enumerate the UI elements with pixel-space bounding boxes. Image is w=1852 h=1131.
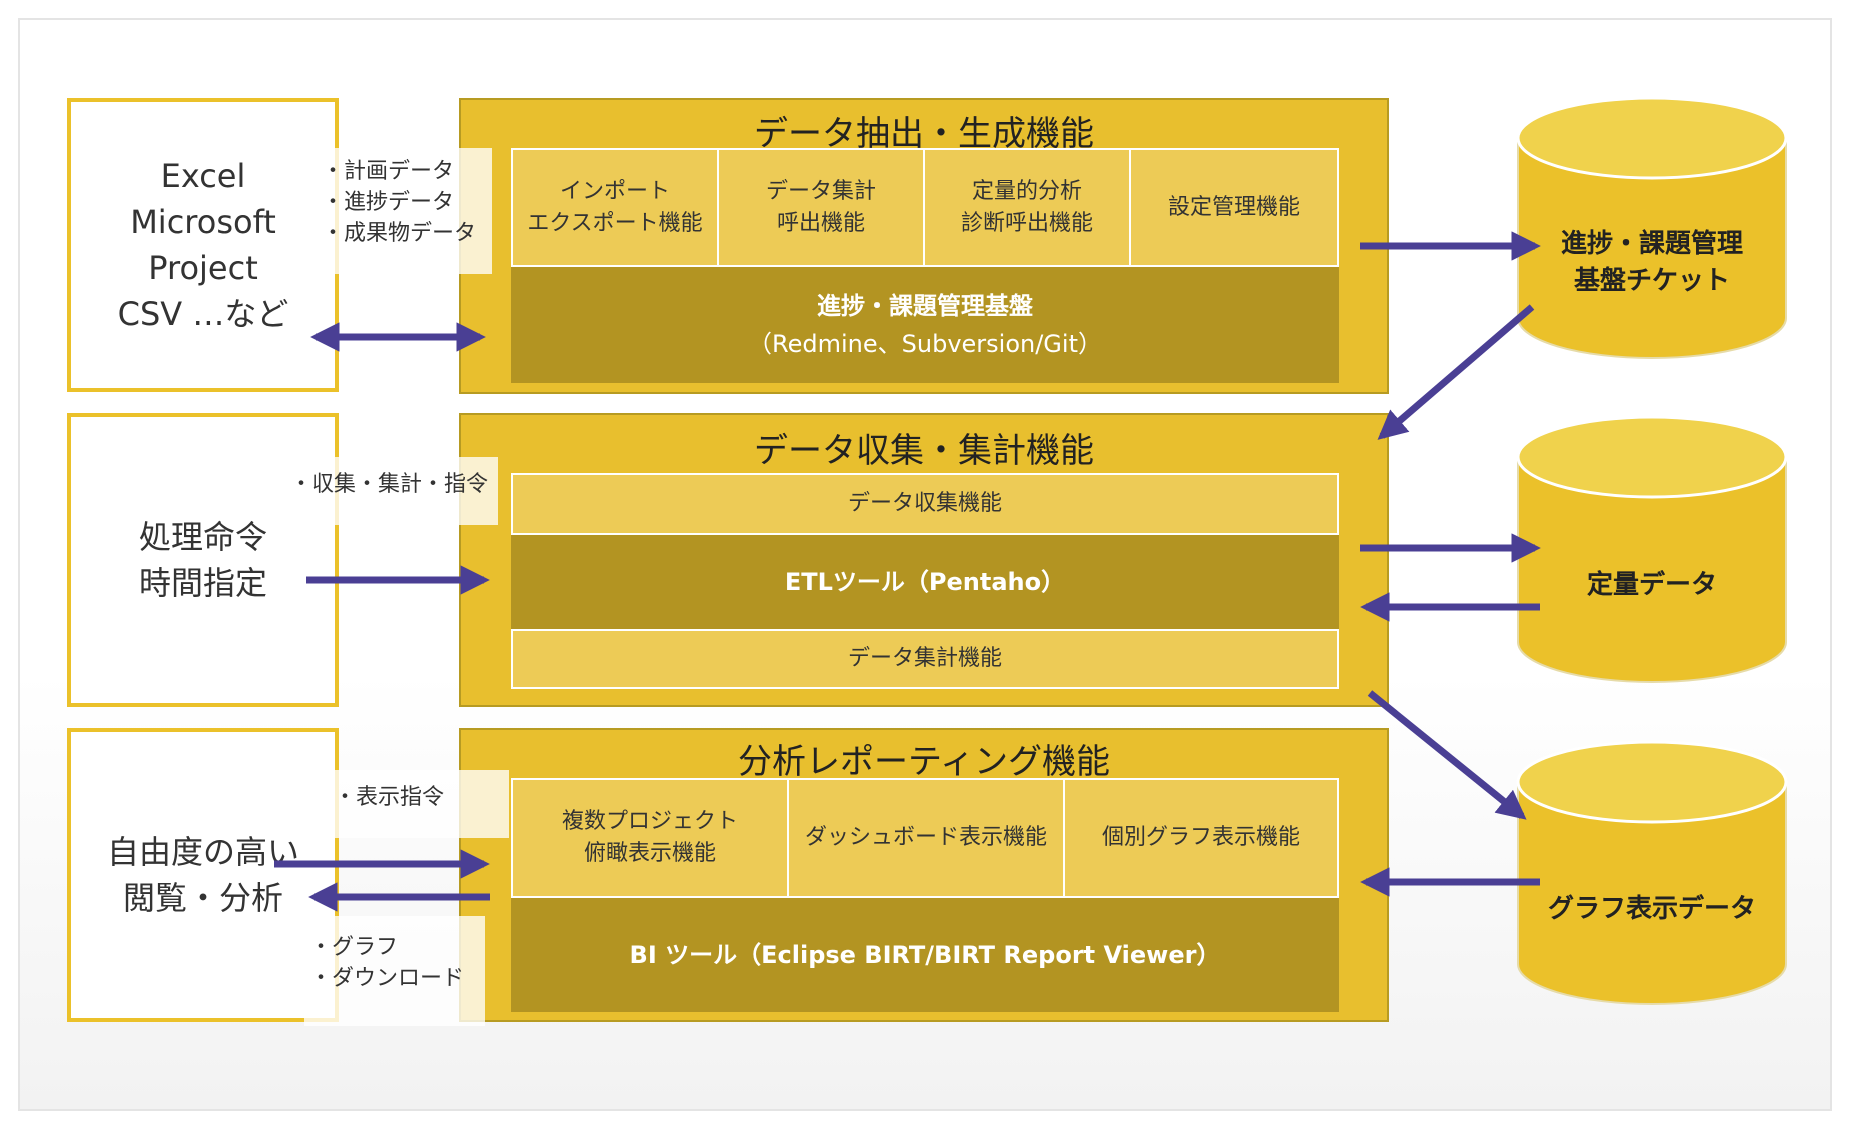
- report-cell-1-line-2: 俯瞰表示機能: [583, 841, 716, 866]
- extract-cell-aggregate-call: データ集計呼出機能: [717, 148, 925, 267]
- database-graph: [1516, 740, 1788, 1005]
- database-quant-label: 定量データ: [1518, 567, 1786, 604]
- extract-cell-quant-analysis: 定量的分析診断呼出機能: [923, 148, 1131, 267]
- database-quant-line-1: 定量データ: [1586, 570, 1717, 600]
- extract-cell-2-line-2: 呼出機能: [776, 210, 865, 236]
- label-plan-progress-deliverable: ・計画データ ・進捗データ ・成果物データ: [318, 148, 492, 274]
- section-report: 分析レポーティング機能 複数プロジェクト俯瞰表示機能 ダッシュボード表示機能 個…: [459, 728, 1389, 1022]
- database-ticket-label: 進捗・課題管理 基盤チケット: [1518, 226, 1786, 300]
- source-files-line-1: Excel: [160, 157, 246, 195]
- database-quant: [1516, 415, 1788, 683]
- label-collect-aggregate-command: ・収集・集計・指令: [288, 457, 498, 525]
- label-1-line-3: ・成果物データ: [322, 221, 477, 246]
- section-report-title: 分析レポーティング機能: [738, 742, 1110, 782]
- label-3-line-1: ・表示指令: [334, 785, 445, 810]
- extract-band-line-2: （Redmine、Subversion/Git）: [748, 330, 1102, 358]
- label-4-line-2: ・ダウンロード: [310, 966, 465, 991]
- database-ticket-line-2: 基盤チケット: [1573, 266, 1730, 296]
- section-collect-title: データ収集・集計機能: [754, 431, 1094, 471]
- extract-cell-3-line-1: 定量的分析: [971, 178, 1082, 204]
- report-cell-2-line-1: ダッシュボード表示機能: [804, 825, 1047, 850]
- report-cell-dashboard: ダッシュボード表示機能: [787, 778, 1065, 898]
- section-extract: データ抽出・生成機能 インポートエクスポート機能 データ集計呼出機能 定量的分析…: [459, 98, 1389, 394]
- extract-cell-1-line-2: エクスポート機能: [527, 210, 703, 236]
- source-analysis-line-1: 自由度の高い: [106, 833, 299, 871]
- database-ticket: [1516, 96, 1788, 359]
- label-1-line-1: ・計画データ: [322, 159, 455, 184]
- collect-cell-aggregate: データ集計機能: [511, 629, 1339, 689]
- report-cell-individual-graph: 個別グラフ表示機能: [1063, 778, 1339, 898]
- label-2-line-1: ・収集・集計・指令: [290, 472, 489, 497]
- label-4-line-1: ・グラフ: [310, 935, 399, 960]
- extract-cell-2-line-1: データ集計: [765, 178, 876, 204]
- source-analysis-line-2: 閲覧・分析: [122, 879, 283, 917]
- source-schedule-line-2: 時間指定: [138, 564, 267, 602]
- extract-cell-settings: 設定管理機能: [1129, 148, 1339, 267]
- source-schedule-line-1: 処理命令: [138, 518, 267, 556]
- extract-cell-import-export: インポートエクスポート機能: [511, 148, 719, 267]
- report-cell-multi-project: 複数プロジェクト俯瞰表示機能: [511, 778, 789, 898]
- report-cell-1-line-1: 複数プロジェクト: [561, 809, 738, 834]
- source-files-line-3: CSV …など: [117, 295, 289, 333]
- label-1-line-2: ・進捗データ: [322, 190, 455, 215]
- source-box-analysis: 自由度の高い 閲覧・分析: [67, 728, 339, 1022]
- extract-band-platform: 進捗・課題管理基盤 （Redmine、Subversion/Git）: [511, 267, 1339, 383]
- label-display-command: ・表示指令: [304, 770, 509, 838]
- collect-band-etl: ETLツール（Pentaho）: [511, 535, 1339, 629]
- label-graph-download: ・グラフ ・ダウンロード: [304, 916, 485, 1026]
- source-files-line-2: Microsoft Project: [130, 203, 276, 287]
- section-collect: データ収集・集計機能 データ収集機能 ETLツール（Pentaho） データ集計…: [459, 413, 1389, 707]
- database-graph-line-1: グラフ表示データ: [1547, 894, 1756, 924]
- collect-cell-gather: データ収集機能: [511, 473, 1339, 535]
- extract-cell-4-line-1: 設定管理機能: [1167, 194, 1300, 220]
- extract-cell-1-line-1: インポート: [559, 178, 670, 204]
- arrow-ticket-collect: [1377, 304, 1535, 440]
- source-box-files: Excel Microsoft Project CSV …など: [67, 98, 339, 392]
- extract-cell-3-line-2: 診断呼出機能: [960, 210, 1093, 236]
- database-graph-label: グラフ表示データ: [1518, 891, 1786, 928]
- extract-band-line-1: 進捗・課題管理基盤: [817, 292, 1033, 320]
- arrow-collect-graph: [1367, 690, 1527, 820]
- database-ticket-line-1: 進捗・課題管理: [1560, 229, 1743, 259]
- report-band-bi: BI ツール（Eclipse BIRT/BIRT Report Viewer）: [511, 898, 1339, 1012]
- report-cell-3-line-1: 個別グラフ表示機能: [1101, 825, 1300, 850]
- section-extract-title: データ抽出・生成機能: [754, 114, 1094, 154]
